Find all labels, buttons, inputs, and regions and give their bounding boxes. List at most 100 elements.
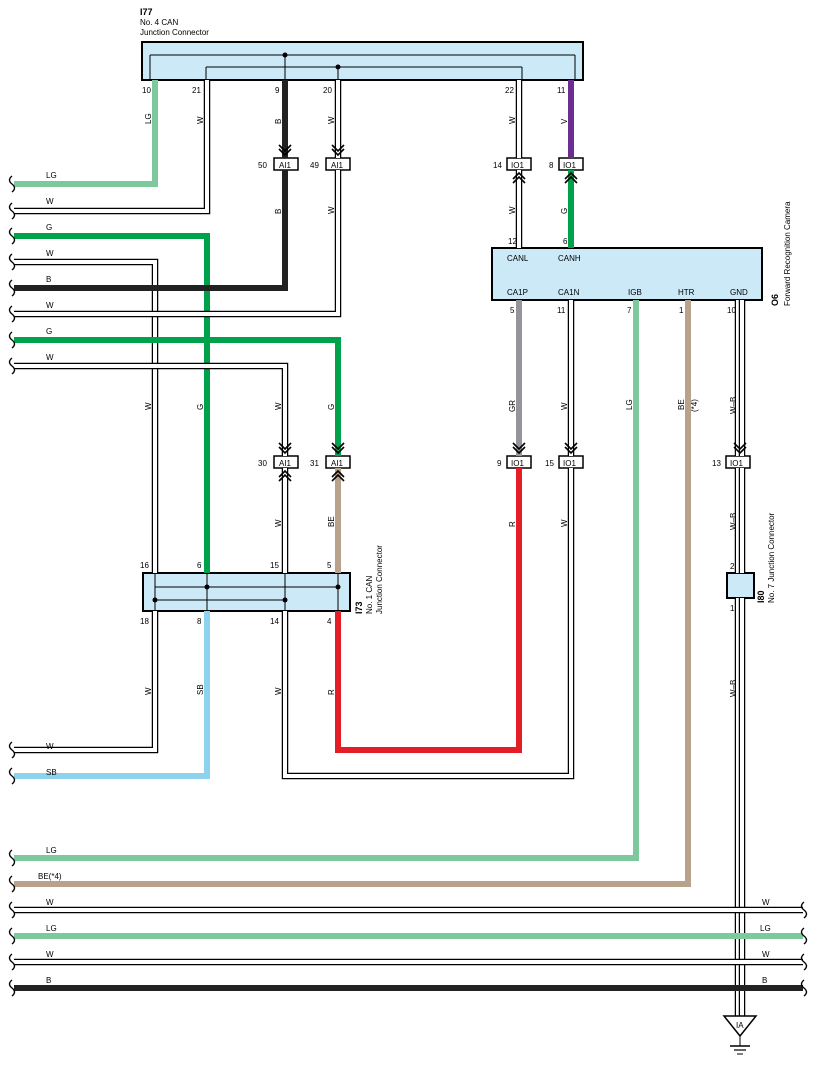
wire-w-ai1-30-outline <box>14 362 289 456</box>
i80-pin-2: 2 <box>730 562 735 571</box>
connector-arrow <box>278 469 292 478</box>
wire-break <box>8 253 16 271</box>
connector-arrow <box>733 446 747 455</box>
wire-lg-i77-10 <box>14 80 158 187</box>
label-w: W <box>46 197 54 206</box>
wire-break <box>8 979 16 997</box>
wire-break <box>8 953 16 971</box>
connector-arrow <box>278 148 292 157</box>
inline-tag: AI1 <box>331 161 344 170</box>
label-wb: W–B <box>729 680 738 697</box>
label-b: B <box>274 209 283 214</box>
inline-tag: AI1 <box>279 459 292 468</box>
o6-label-igb: IGB <box>628 288 642 297</box>
inline-tag: IO1 <box>511 161 524 170</box>
label-w: W <box>327 116 336 124</box>
ground-ia: IA <box>722 1015 758 1055</box>
label-w: W <box>274 687 283 695</box>
connector-arrow <box>512 171 526 180</box>
label-gr: GR <box>508 400 517 412</box>
o6-pin-6: 6 <box>563 237 568 246</box>
connector-arrow <box>564 171 578 180</box>
i73-pin-4: 4 <box>327 617 332 626</box>
i73-line2: Junction Connector <box>375 545 384 614</box>
label-wb: W–B <box>729 513 738 530</box>
i73-pin-5: 5 <box>327 561 332 570</box>
wire-lg-igb <box>14 300 639 861</box>
wires <box>14 80 803 1016</box>
label-w: W <box>508 116 517 124</box>
label-sb: SB <box>46 768 57 777</box>
connector-arrow <box>564 175 578 184</box>
label-w: W <box>144 402 153 410</box>
wire-break <box>800 953 808 971</box>
connector-arrow <box>331 446 345 455</box>
label-w: W <box>274 519 283 527</box>
label-lg: LG <box>46 171 57 180</box>
wire-w-i73-18-outline <box>14 611 159 754</box>
wire-w-i73-16 <box>14 260 157 573</box>
label-be: BE <box>677 399 686 410</box>
i80-name: No. 7 Junction Connector <box>767 512 776 603</box>
connector-arrow <box>331 469 345 478</box>
label-r: R <box>327 689 336 695</box>
inline-tag: IO1 <box>511 459 524 468</box>
o6-label-htr: HTR <box>678 288 695 297</box>
label-w: W <box>327 206 336 214</box>
label-g: G <box>196 404 205 410</box>
label-w: W <box>46 301 54 310</box>
inline-pin: 30 <box>258 459 267 468</box>
connector-arrow <box>733 442 747 451</box>
label-g: G <box>327 404 336 410</box>
label-w: W <box>46 353 54 362</box>
i80-id: I80 <box>756 590 766 603</box>
wire-break <box>8 357 16 375</box>
i73-pin-8: 8 <box>197 617 202 626</box>
wire-break <box>8 901 16 919</box>
i77-pin-10: 10 <box>142 86 151 95</box>
inline-io1-8: 8 IO1 <box>549 157 584 171</box>
i77-pin-20: 20 <box>323 86 332 95</box>
o6-pin-1: 1 <box>679 306 684 315</box>
label-b: B <box>274 119 283 124</box>
i77-box <box>141 41 584 81</box>
o6-label-canh: CANH <box>558 254 581 263</box>
o6-label-ca1p: CA1P <box>507 288 528 297</box>
inline-pin: 50 <box>258 161 267 170</box>
o6-pin-11: 11 <box>557 306 566 315</box>
label-sb: SB <box>196 684 205 695</box>
inline-pin: 9 <box>497 459 502 468</box>
connector-i80: 2 1 I80 No. 7 Junction Connector <box>726 512 776 613</box>
inline-pin: 49 <box>310 161 319 170</box>
wire-break <box>8 227 16 245</box>
label-lg: LG <box>144 113 153 124</box>
label-b: B <box>762 976 767 985</box>
label-lg: LG <box>46 924 57 933</box>
i80-pin-1: 1 <box>730 604 735 613</box>
o6-pin-12: 12 <box>508 237 517 246</box>
o6-box <box>491 247 763 301</box>
label-w: W <box>762 898 770 907</box>
connector-arrow <box>278 473 292 482</box>
wire-break <box>8 767 16 785</box>
wire-w-ai1-49-outline <box>14 170 342 318</box>
connector-arrow <box>564 442 578 451</box>
label-w: W <box>196 116 205 124</box>
inline-tag: IO1 <box>563 161 576 170</box>
wire-break <box>8 331 16 349</box>
wire-break <box>8 279 16 297</box>
wire-w-i73-18 <box>14 611 157 752</box>
wire-sb-i73-8 <box>14 611 210 779</box>
wire-w-i77-21-outline <box>14 80 211 215</box>
label-r: R <box>508 521 517 527</box>
connector-arrow <box>278 446 292 455</box>
o6-pin-5: 5 <box>510 306 515 315</box>
label-w: W <box>762 950 770 959</box>
wire-w-ai1-49 <box>14 170 340 316</box>
connector-arrow <box>331 473 345 482</box>
label-w: W <box>508 206 517 214</box>
o6-label-canl: CANL <box>507 254 529 263</box>
connector-arrow <box>512 446 526 455</box>
label-w: W <box>560 519 569 527</box>
